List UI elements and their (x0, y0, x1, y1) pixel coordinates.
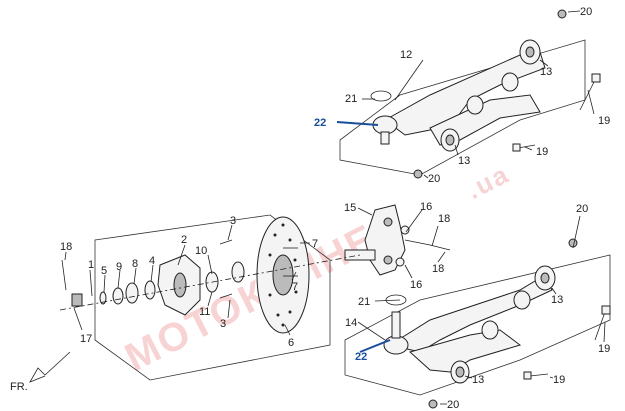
callout-19: 19 (598, 343, 610, 355)
knuckle-bolt-bottom (395, 257, 405, 267)
callout-20: 20 (447, 399, 459, 411)
callout-11: 11 (199, 306, 210, 318)
lower-arm-panel (344, 254, 611, 396)
callout-13: 13 (472, 374, 484, 386)
knuckle-bolt-top (400, 225, 410, 235)
lower-bolt-front (594, 305, 611, 341)
upper-control-arm (384, 51, 546, 136)
callout-13: 13 (458, 155, 470, 167)
brake-disc-holes (268, 223, 298, 327)
callout-19: 19 (536, 146, 548, 158)
callout-22: 22 (314, 117, 326, 129)
callout-20: 20 (580, 6, 592, 18)
callout-8: 8 (132, 258, 138, 270)
hub-group (59, 214, 361, 381)
callout-10: 10 (195, 245, 207, 257)
callout-22: 22 (355, 351, 367, 363)
leader-lines (64, 10, 606, 405)
lower-ball-joint (383, 335, 409, 355)
lower-nut-front (568, 238, 578, 248)
lower-o-ring (385, 294, 407, 306)
callout-9: 9 (116, 261, 122, 273)
upper-arm-panel (339, 39, 586, 176)
brake-hose (404, 239, 451, 251)
seal-10 (231, 261, 245, 283)
callout-13: 13 (551, 294, 563, 306)
seal-4 (144, 280, 156, 300)
callout-13: 13 (540, 66, 552, 78)
callout-6: 6 (288, 337, 294, 349)
callout-1: 1 (88, 259, 94, 271)
bearing-8 (125, 282, 139, 304)
spacer-9 (112, 287, 124, 305)
direction-label: FR. (10, 381, 28, 393)
upper-nut-front (557, 9, 567, 19)
upper-o-ring (370, 90, 392, 102)
watermark-text: МОТОКОЛНЕ (118, 216, 383, 380)
callout-7: 7 (292, 281, 298, 293)
callout-18: 18 (432, 263, 444, 275)
callout-14: 14 (345, 317, 357, 329)
callout-20: 20 (576, 203, 588, 215)
lower-bolt-rear (523, 371, 549, 380)
callout-15: 15 (344, 202, 356, 214)
callout-3: 3 (220, 318, 226, 330)
callout-20: 20 (428, 173, 440, 185)
callout-12: 12 (400, 49, 412, 61)
upper-arm-group (339, 9, 601, 179)
callouts: 20 12 13 21 22 19 19 13 20 15 16 18 18 1… (60, 6, 610, 411)
axle-nut (71, 293, 83, 307)
callout-4: 4 (149, 255, 155, 267)
front-direction-arrow: FR. (10, 351, 71, 393)
wheel-studs (219, 239, 233, 299)
callout-21: 21 (358, 296, 370, 308)
callout-16: 16 (420, 201, 432, 213)
callout-19: 19 (598, 115, 610, 127)
lower-nut-rear (428, 399, 438, 409)
washer-5 (99, 291, 107, 305)
callout-19: 19 (553, 374, 565, 386)
disc-bolts (283, 247, 298, 277)
callout-18: 18 (438, 213, 450, 225)
lower-control-arm-rear (408, 329, 522, 373)
callout-18: 18 (60, 241, 72, 253)
callout-5: 5 (101, 265, 107, 277)
upper-bolt-rear (512, 143, 536, 152)
callout-21: 21 (345, 93, 357, 105)
callout-7: 7 (312, 238, 318, 250)
hub-panel (94, 214, 331, 381)
callout-17: 17 (80, 333, 92, 345)
cotter-pin (61, 259, 67, 291)
callout-16: 16 (410, 279, 422, 291)
upper-nut-rear (413, 169, 423, 179)
callout-2: 2 (181, 234, 187, 246)
leader-22-lower (359, 339, 391, 353)
leader-22-upper (336, 121, 379, 126)
assembly-axis (59, 254, 361, 311)
callout-3: 3 (230, 215, 236, 227)
upper-bolt-front (579, 73, 601, 111)
lower-arm-group (344, 238, 611, 409)
